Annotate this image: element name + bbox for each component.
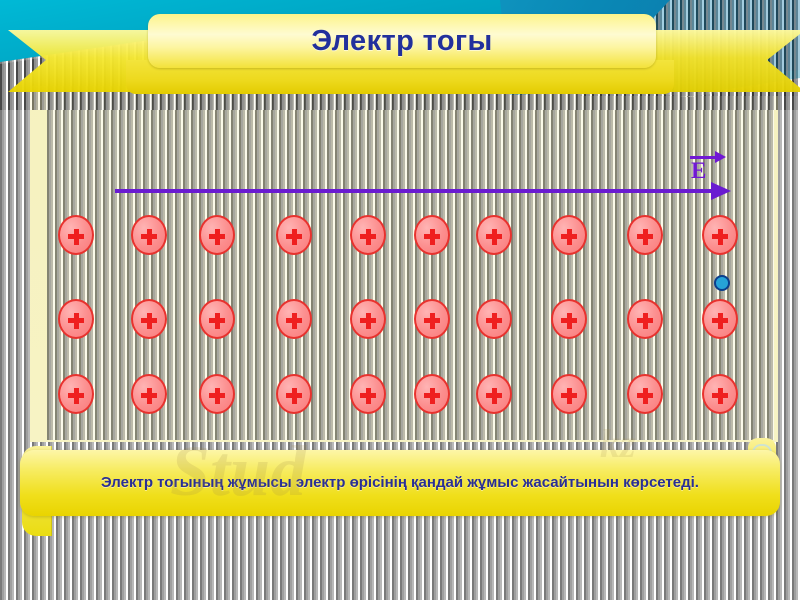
plus-icon-vertical [717, 387, 723, 404]
caption-text: Электр тогының жұмысы электр өрісінің қа… [101, 474, 699, 492]
plus-icon-vertical [642, 312, 648, 329]
positive-charge [131, 374, 167, 414]
positive-charge [702, 374, 738, 414]
plus-icon-vertical [291, 228, 297, 245]
field-vector-letter: E [691, 158, 707, 183]
positive-charge [414, 374, 450, 414]
positive-charge [58, 215, 94, 255]
electric-field-line [115, 189, 715, 193]
plus-icon-vertical [73, 312, 79, 329]
positive-charge [350, 299, 386, 339]
slide-header: Электр тогы [0, 0, 800, 110]
positive-charge [131, 215, 167, 255]
positive-charge [702, 299, 738, 339]
plus-icon-vertical [146, 312, 152, 329]
positive-charge [627, 215, 663, 255]
plus-icon-vertical [146, 387, 152, 404]
plus-icon-vertical [365, 387, 371, 404]
plus-icon-vertical [491, 387, 497, 404]
positive-charge [199, 374, 235, 414]
positive-charge [276, 374, 312, 414]
plus-icon-vertical [214, 312, 220, 329]
plus-icon-vertical [73, 228, 79, 245]
positive-charge [58, 299, 94, 339]
content-panel-texture [47, 86, 774, 440]
plus-icon-vertical [365, 228, 371, 245]
caption-banner: Электр тогының жұмысы электр өрісінің қа… [20, 450, 780, 516]
title-banner: Электр тогы [148, 14, 656, 68]
positive-charge [350, 215, 386, 255]
positive-charge [350, 374, 386, 414]
positive-charge [276, 299, 312, 339]
positive-charge [199, 215, 235, 255]
positive-charge [476, 299, 512, 339]
positive-charge [414, 299, 450, 339]
positive-charge [199, 299, 235, 339]
positive-charge [131, 299, 167, 339]
plus-icon-vertical [491, 228, 497, 245]
positive-charge [551, 215, 587, 255]
plus-icon-vertical [146, 228, 152, 245]
positive-charge [702, 215, 738, 255]
plus-icon-vertical [365, 312, 371, 329]
plus-icon-vertical [717, 312, 723, 329]
positive-charge [476, 374, 512, 414]
field-vector-label: E [690, 150, 736, 192]
positive-charge [476, 215, 512, 255]
plus-icon-vertical [566, 312, 572, 329]
plus-icon-vertical [214, 228, 220, 245]
electric-field-arrowhead-icon [711, 182, 731, 200]
vector-arrowhead-icon [715, 151, 726, 163]
plus-icon-vertical [642, 228, 648, 245]
plus-icon-vertical [429, 387, 435, 404]
positive-charge [276, 215, 312, 255]
plus-icon-vertical [566, 387, 572, 404]
page-title: Электр тогы [311, 24, 493, 57]
plus-icon-vertical [717, 228, 723, 245]
plus-icon-vertical [291, 387, 297, 404]
positive-charge [58, 374, 94, 414]
plus-icon-vertical [429, 228, 435, 245]
plus-icon-vertical [73, 387, 79, 404]
positive-charge [627, 299, 663, 339]
positive-charge [551, 299, 587, 339]
electron-particle [714, 275, 730, 291]
plus-icon-vertical [642, 387, 648, 404]
plus-icon-vertical [291, 312, 297, 329]
positive-charge [551, 374, 587, 414]
plus-icon-vertical [214, 387, 220, 404]
vector-arrow-shaft-icon [690, 156, 717, 159]
positive-charge [414, 215, 450, 255]
plus-icon-vertical [566, 228, 572, 245]
plus-icon-vertical [429, 312, 435, 329]
plus-icon-vertical [491, 312, 497, 329]
positive-charge [627, 374, 663, 414]
